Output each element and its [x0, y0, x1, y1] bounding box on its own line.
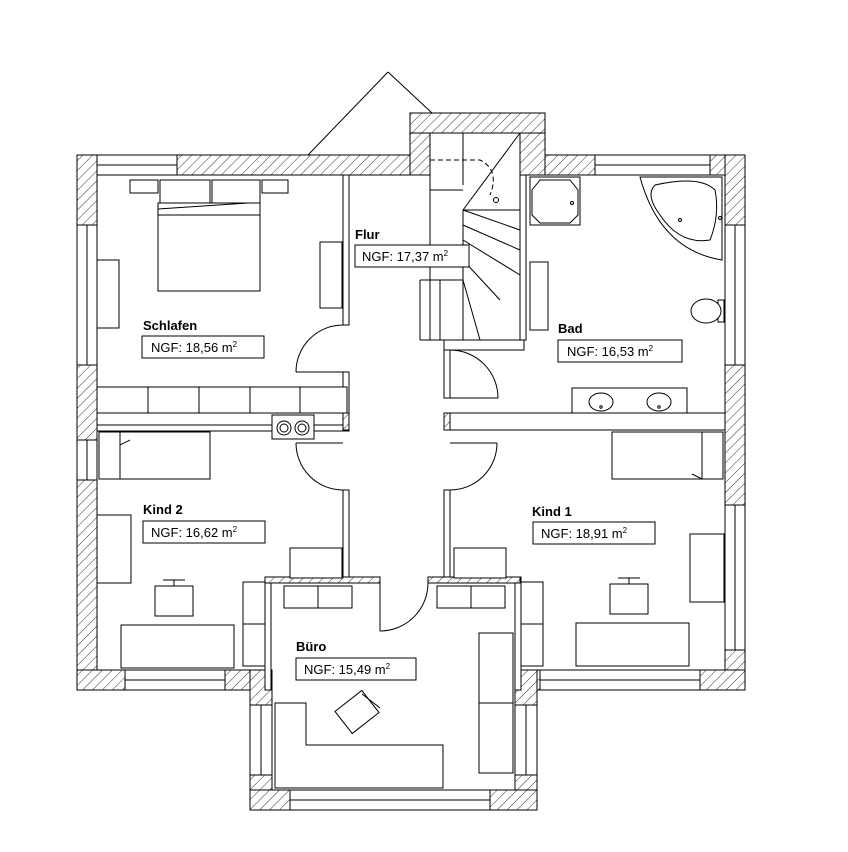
room-label-schlafen: Schlafen: [143, 318, 197, 333]
area-box-kind1: [532, 521, 656, 545]
roof-outline: [307, 71, 433, 156]
bed-double: [129, 179, 289, 292]
bathtub: [639, 176, 723, 261]
kind2-chair: [154, 579, 194, 617]
bath-cabinet: [529, 261, 549, 331]
room-label-flur: Flur: [355, 227, 380, 242]
area-label-buero: NGF: 15,49 m2: [304, 662, 391, 677]
area-box-flur: [354, 244, 470, 268]
kind2-bed: [98, 431, 211, 480]
office-desk: [274, 702, 444, 789]
room-label-kind1: Kind 1: [532, 504, 572, 519]
kind1-wardrobe: [689, 533, 725, 603]
room-label-buero: Büro: [296, 639, 326, 654]
doors: [295, 324, 499, 632]
area-box-kind2: [142, 520, 266, 544]
office-chair: [334, 689, 381, 735]
area-label-kind1: NGF: 18,91 m2: [541, 526, 628, 541]
shower: [529, 176, 581, 226]
room-label-kind2: Kind 2: [143, 502, 183, 517]
office-shelf-left: [283, 585, 353, 609]
bedroom-wardrobe: [96, 386, 348, 414]
kind1-shelf: [453, 547, 507, 579]
kind2-shelf: [289, 547, 343, 579]
double-sink: [571, 387, 688, 414]
area-box-bad: [557, 339, 683, 363]
kind2-wardrobe: [96, 514, 132, 584]
office-cabinet: [478, 632, 514, 774]
kind2-side-cabinet: [242, 581, 266, 667]
kind2-desk: [120, 624, 235, 669]
kind1-desk: [575, 622, 690, 667]
area-label-bad: NGF: 16,53 m2: [567, 344, 654, 359]
area-label-schlafen: NGF: 18,56 m2: [151, 340, 238, 355]
radiator-pipes: [271, 414, 315, 440]
area-label-flur: NGF: 17,37 m2: [362, 249, 449, 264]
bedroom-cabinet: [319, 241, 343, 309]
kind1-bed: [611, 431, 724, 480]
area-box-buero: [295, 657, 417, 681]
toilet: [690, 298, 725, 324]
area-box-schlafen: [141, 335, 265, 359]
kind1-chair: [609, 577, 649, 615]
office-shelf-right: [436, 585, 506, 609]
window-lines: [86, 164, 736, 801]
staircase: [419, 132, 521, 341]
room-label-bad: Bad: [558, 321, 583, 336]
kind1-side-cabinet: [520, 581, 544, 667]
bedroom-dresser: [96, 259, 120, 329]
area-label-kind2: NGF: 16,62 m2: [151, 525, 238, 540]
